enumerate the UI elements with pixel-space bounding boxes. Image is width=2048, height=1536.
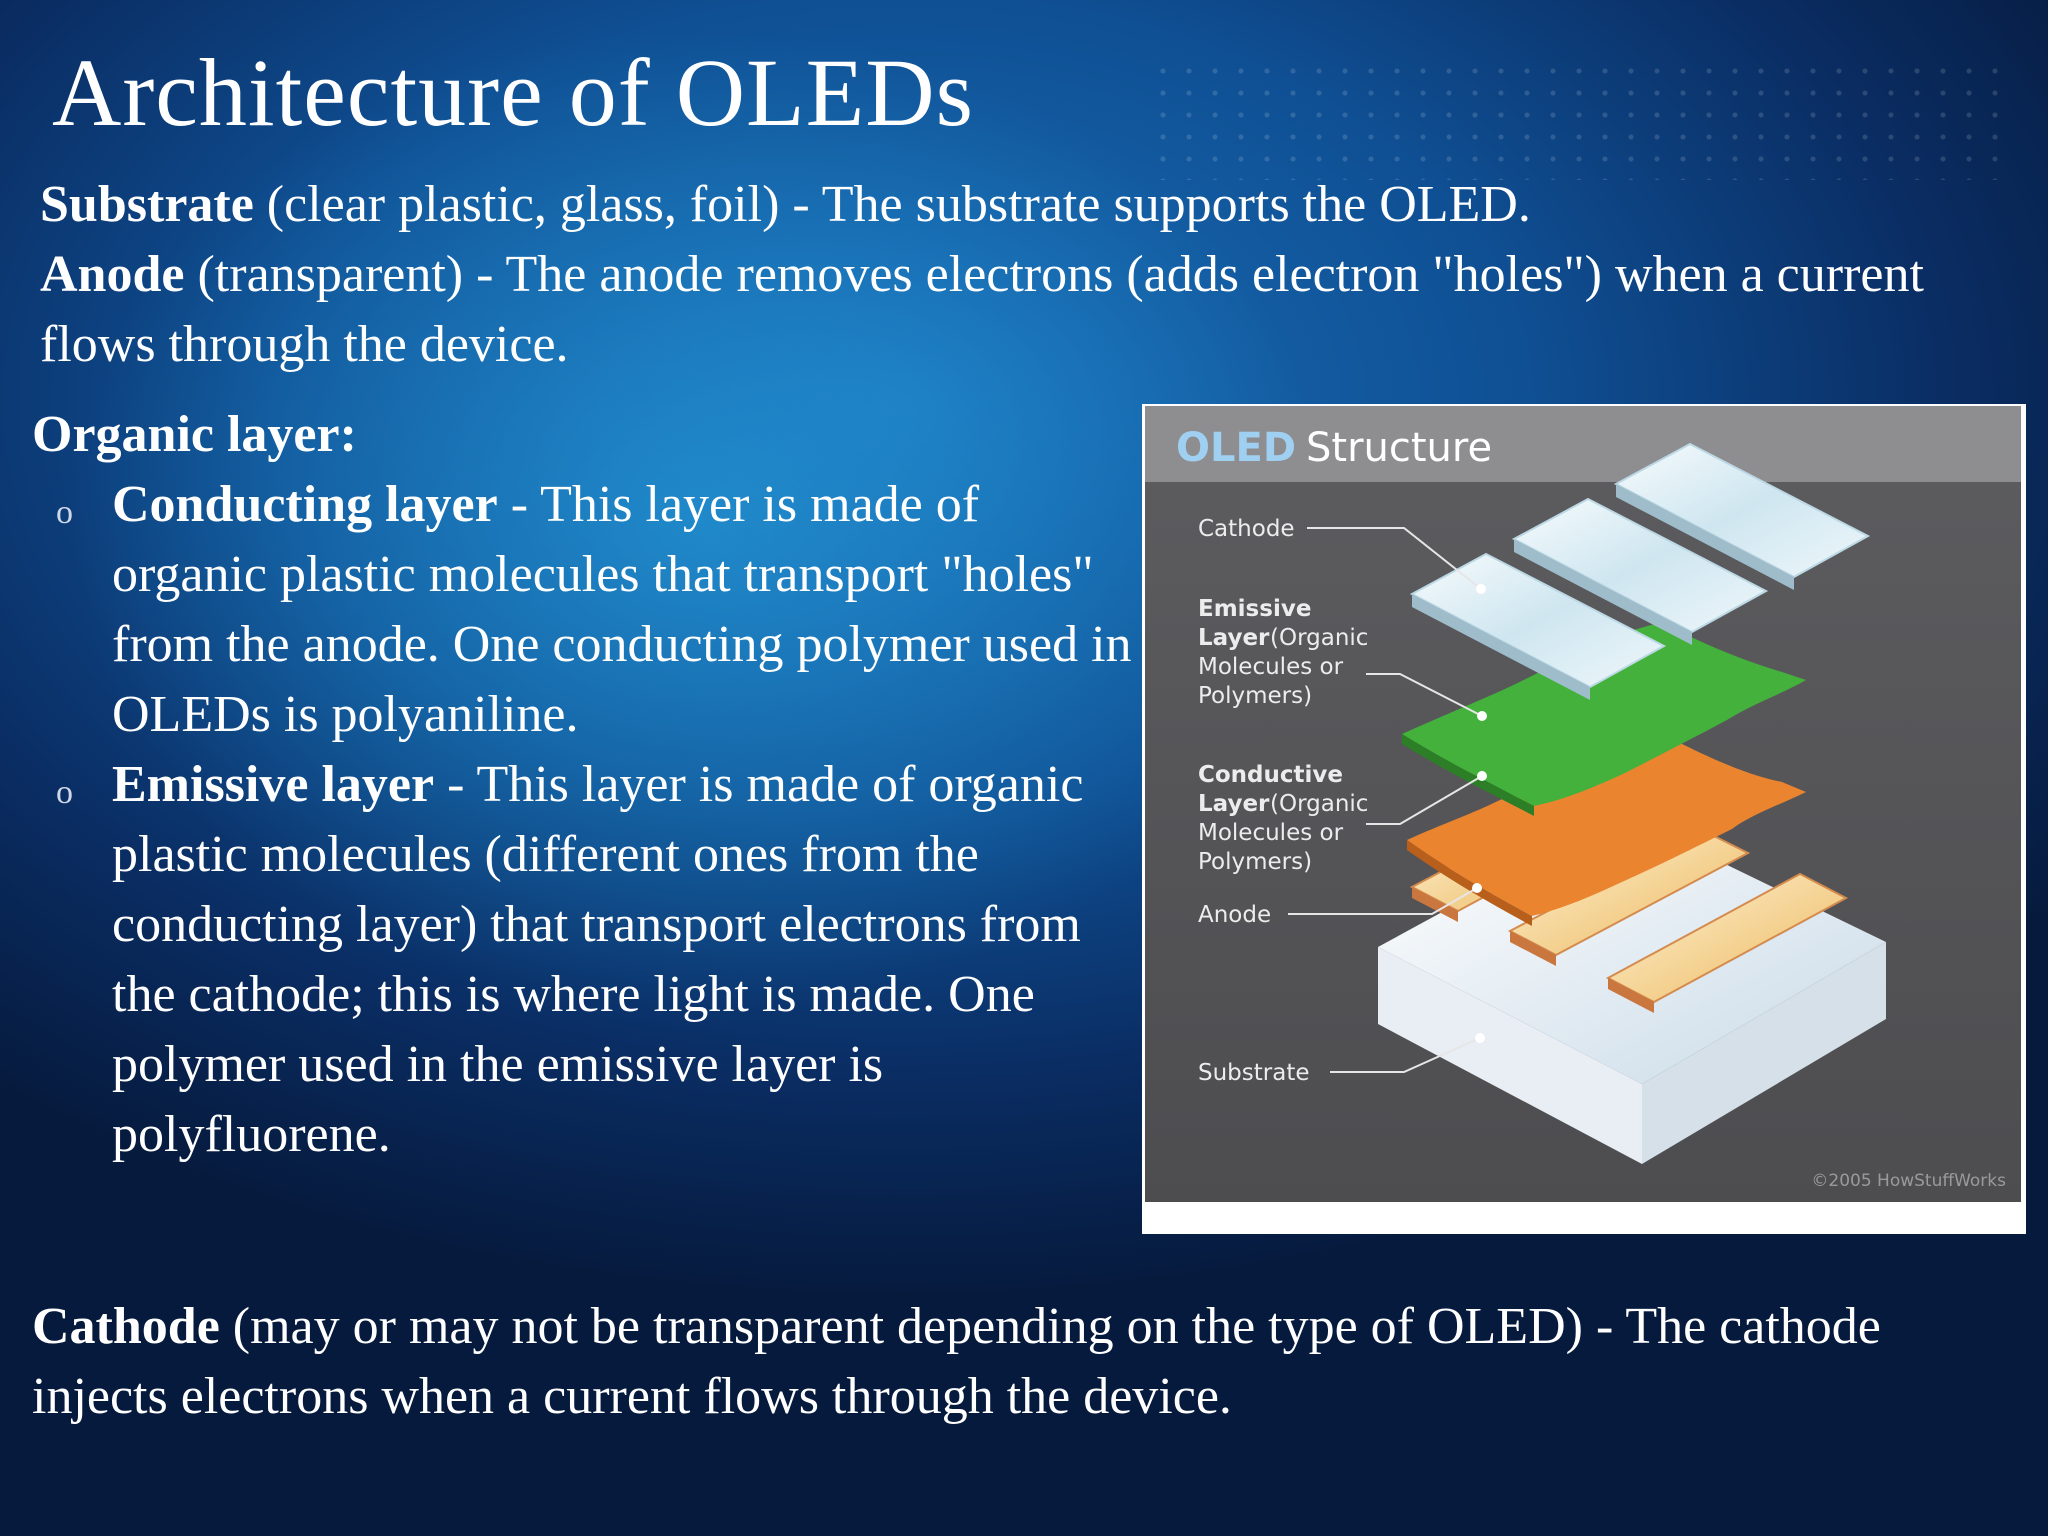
list-item-emissive-layer: o Emissive layer - This layer is made of…	[52, 750, 1132, 1170]
substrate-description: (clear plastic, glass, foil) - The subst…	[253, 176, 1531, 233]
label-conductive-polymers: Polymers)	[1198, 849, 1312, 875]
label-conductive-organic: (Organic	[1270, 791, 1368, 817]
cathode-term: Cathode	[32, 1298, 220, 1355]
label-emissive-molecules: Molecules or	[1198, 654, 1344, 680]
anode-description: (transparent) - The anode removes electr…	[40, 246, 1924, 373]
conductive-layer-sheet	[1407, 734, 1806, 926]
background-dots-decoration	[1150, 60, 2000, 180]
conducting-layer-term: Conducting layer	[112, 476, 498, 533]
label-leader-dots	[1472, 584, 1487, 1043]
bullet-marker: o	[56, 494, 73, 531]
label-conductive-molecules: Molecules or	[1198, 820, 1344, 846]
oled-structure-figure: OLED Structure	[1142, 404, 2026, 1234]
cathode-description: (may or may not be transparent depending…	[32, 1298, 1881, 1425]
label-emissive-bold: Emissive	[1198, 596, 1311, 622]
figure-title-structure: Structure	[1306, 425, 1492, 471]
substrate-and-anode-paragraph: Substrate (clear plastic, glass, foil) -…	[40, 170, 2000, 380]
figure-header-band	[1145, 406, 2021, 482]
emissive-layer-term: Emissive layer	[112, 756, 435, 813]
emissive-layer-sheet	[1402, 622, 1806, 816]
label-conductive-bold: Conductive	[1198, 762, 1343, 788]
cathode-strips	[1409, 442, 1871, 700]
figure-copyright: ©2005 HowStuffWorks	[1811, 1171, 2006, 1191]
organic-layer-heading-text: Organic layer:	[32, 406, 357, 463]
oled-structure-diagram: OLED Structure	[1145, 406, 2021, 1202]
label-anode: Anode	[1198, 902, 1271, 928]
figure-title-oled: OLED	[1176, 425, 1296, 471]
label-emissive-layer-bold: Layer	[1198, 625, 1270, 651]
label-emissive-organic: (Organic	[1270, 625, 1368, 651]
emissive-layer-description: - This layer is made of organic plastic …	[112, 756, 1084, 1163]
bullet-marker: o	[56, 774, 73, 811]
list-item-conducting-layer: o Conducting layer - This layer is made …	[52, 470, 1132, 750]
slide-title: Architecture of OLEDs	[52, 39, 974, 146]
conducting-layer-description: - This layer is made of organic plastic …	[112, 476, 1132, 743]
substrate-term: Substrate	[40, 176, 254, 233]
label-substrate: Substrate	[1198, 1060, 1310, 1086]
organic-layer-list: o Conducting layer - This layer is made …	[52, 470, 1132, 1170]
label-emissive-polymers: Polymers)	[1198, 683, 1312, 709]
label-cathode: Cathode	[1198, 516, 1295, 542]
label-conductive-layer-bold: Layer	[1198, 791, 1270, 817]
cathode-paragraph: Cathode (may or may not be transparent d…	[32, 1292, 2012, 1432]
label-leader-lines	[1288, 527, 1483, 1073]
organic-layer-heading: Organic layer:	[32, 400, 357, 470]
anode-term: Anode	[40, 246, 185, 303]
